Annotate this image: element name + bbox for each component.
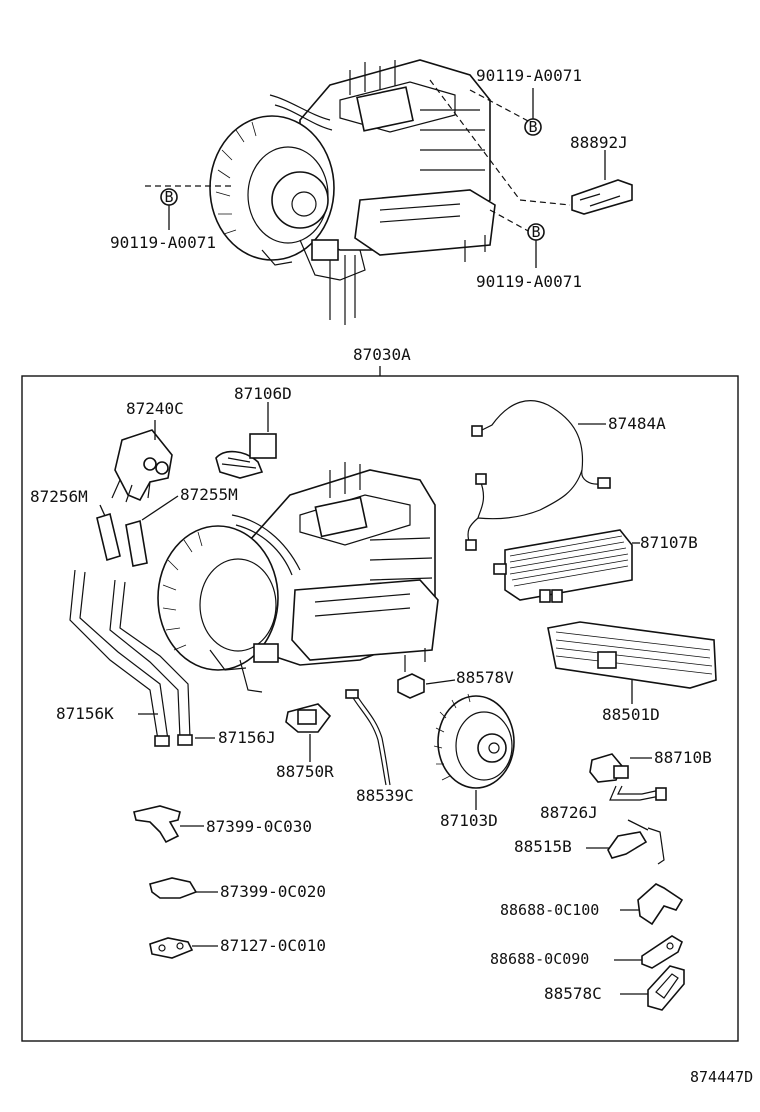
valve-87240c-part bbox=[111, 429, 173, 503]
bracket-87399-0c020-part bbox=[149, 877, 198, 899]
label-bracket-1: 87399-0C030 bbox=[206, 817, 312, 836]
packing-88578c-part bbox=[647, 965, 685, 1011]
evaporator-87107b-part bbox=[493, 529, 633, 603]
top-unit-assembly bbox=[209, 59, 496, 325]
label-wire-harness: 87484A bbox=[608, 414, 666, 433]
label-packing-3: 88578C bbox=[544, 984, 602, 1003]
label-liquid-pipe: 88726J bbox=[540, 803, 598, 822]
bolt-symbol-right-top: B bbox=[524, 118, 542, 136]
label-sensor: 88539C bbox=[356, 786, 414, 805]
packing-88688-0c090-part bbox=[641, 935, 683, 969]
label-damper-servo: 87106D bbox=[234, 384, 292, 403]
clamp-88515b-part bbox=[607, 827, 665, 865]
bolt-symbol-left: B bbox=[160, 188, 178, 206]
label-pipe-right: 87156J bbox=[218, 728, 276, 747]
main-unit-assembly bbox=[157, 462, 439, 693]
pipe-87156j-part bbox=[109, 579, 193, 746]
label-valve: 87240C bbox=[126, 399, 184, 418]
label-bolt-right-bottom: 90119-A0071 bbox=[476, 272, 582, 291]
assembly-frame bbox=[21, 375, 739, 1042]
bracket-87399-0c030-part bbox=[133, 805, 181, 844]
packing-88688-0c100-part bbox=[637, 883, 684, 926]
bracket-88892j-part bbox=[571, 179, 633, 215]
label-hose-left: 87256M bbox=[30, 487, 88, 506]
wire-harness-87484a-part bbox=[465, 400, 611, 551]
svg-text:B: B bbox=[164, 188, 173, 206]
label-packing-2: 88688-0C090 bbox=[490, 950, 589, 968]
frame-label: 87030A bbox=[353, 345, 411, 364]
sensor-88539c-part bbox=[345, 689, 391, 786]
figure-id: 874447D bbox=[690, 1068, 753, 1086]
blower-motor-87103d-part bbox=[433, 693, 515, 789]
label-clamp: 88515B bbox=[514, 837, 572, 856]
label-blower-motor: 87103D bbox=[440, 811, 498, 830]
label-expansion-valve: 88710B bbox=[654, 748, 712, 767]
label-pipe-left: 87156K bbox=[56, 704, 114, 723]
svg-text:B: B bbox=[528, 118, 537, 136]
label-bolt-right-top: 90119-A0071 bbox=[476, 66, 582, 85]
pipe-87156k-part bbox=[69, 569, 170, 747]
hose-87256m-part bbox=[96, 512, 121, 562]
label-bracket-3: 87127-0C010 bbox=[220, 936, 326, 955]
label-bracket-top: 88892J bbox=[570, 133, 628, 152]
hose-87255m-part bbox=[125, 519, 148, 567]
bolt-symbol-right-bottom: B bbox=[527, 223, 545, 241]
expansion-valve-88710b-part bbox=[589, 753, 629, 783]
resistor-88750r-part bbox=[285, 703, 332, 733]
svg-text:B: B bbox=[531, 223, 540, 241]
label-heater-core: 88501D bbox=[602, 705, 660, 724]
damper-servo-87106d-part bbox=[215, 433, 277, 479]
label-packing-1: 88688-0C100 bbox=[500, 901, 599, 919]
liquid-pipe-88726j-part bbox=[609, 785, 667, 801]
label-cushion: 88578V bbox=[456, 668, 514, 687]
label-bolt-left: 90119-A0071 bbox=[110, 233, 216, 252]
label-evaporator: 87107B bbox=[640, 533, 698, 552]
cushion-88578v-part bbox=[397, 673, 425, 699]
label-bracket-2: 87399-0C020 bbox=[220, 882, 326, 901]
label-hose-right: 87255M bbox=[180, 485, 238, 504]
bracket-87127-0c010-part bbox=[149, 937, 194, 959]
heater-core-88501d-part bbox=[547, 621, 717, 689]
label-resistor: 88750R bbox=[276, 762, 334, 781]
